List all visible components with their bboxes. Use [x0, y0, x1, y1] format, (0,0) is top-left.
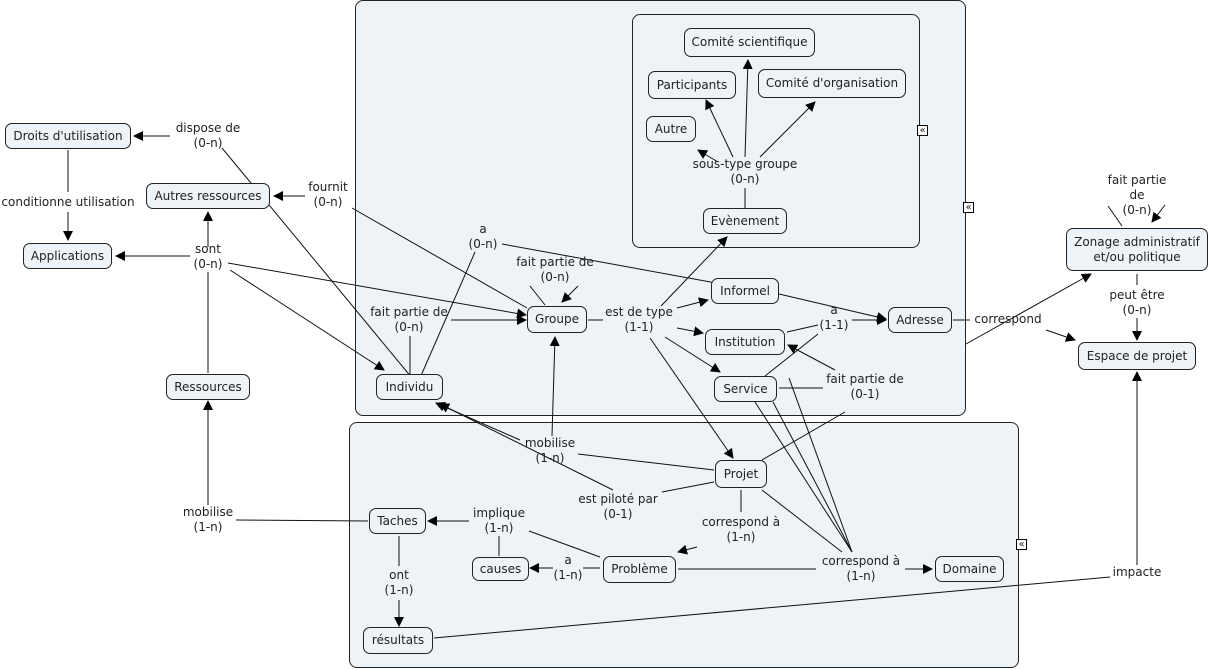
link-label-a-adresse[interactable]: a (1-1) — [819, 303, 849, 332]
link-label-fait-partie-service[interactable]: fait partie de (0-1) — [826, 372, 904, 401]
link-label-fournit[interactable]: fournit (0-n) — [308, 180, 348, 209]
link-label-fait-partie-zonage[interactable]: fait partie de (0-n) — [1107, 173, 1167, 217]
link-label-conditionne[interactable]: conditionne utilisation — [1, 195, 135, 209]
link-label-a-causes[interactable]: a (1-n) — [553, 553, 583, 582]
node-evenement[interactable]: Evènement — [703, 208, 787, 234]
node-individu[interactable]: Individu — [376, 374, 443, 400]
node-causes[interactable]: causes — [472, 557, 529, 581]
double-chevron-left-icon[interactable]: « — [1016, 539, 1027, 550]
link-label-correspond[interactable]: correspond — [974, 312, 1042, 326]
node-institution[interactable]: Institution — [705, 329, 785, 355]
node-informel[interactable]: Informel — [711, 278, 779, 304]
link-label-fait-partie-groupe[interactable]: fait partie de (0-n) — [516, 255, 594, 284]
node-droits-utilisation[interactable]: Droits d'utilisation — [5, 123, 131, 149]
double-chevron-left-icon[interactable]: « — [963, 202, 974, 213]
link-label-a-individu[interactable]: a (0-n) — [468, 222, 498, 251]
link-label-peut-etre[interactable]: peut être (0-n) — [1109, 288, 1165, 317]
node-zonage[interactable]: Zonage administratif et/ou politique — [1066, 228, 1208, 271]
link-label-fait-partie-individu[interactable]: fait partie de (0-n) — [370, 305, 448, 334]
node-applications[interactable]: Applications — [23, 243, 112, 269]
link-label-implique[interactable]: implique (1-n) — [473, 506, 525, 535]
node-participants[interactable]: Participants — [648, 71, 736, 99]
link-label-correspond-a-projet[interactable]: correspond à (1-n) — [701, 515, 781, 544]
link-label-dispose-de[interactable]: dispose de (0-n) — [175, 121, 241, 150]
node-autres-ressources[interactable]: Autres ressources — [146, 183, 270, 209]
node-domaine[interactable]: Domaine — [935, 556, 1004, 582]
link-label-correspond-a-domaine[interactable]: correspond à (1-n) — [821, 554, 901, 583]
link-label-est-pilote-par[interactable]: est piloté par (0-1) — [578, 492, 658, 521]
link-label-mobilise-taches[interactable]: mobilise (1-n) — [182, 505, 234, 534]
node-ressources[interactable]: Ressources — [166, 374, 250, 400]
node-comite-organisation[interactable]: Comité d'organisation — [758, 69, 906, 98]
node-espace-projet[interactable]: Espace de projet — [1078, 342, 1196, 370]
link-label-impacte[interactable]: impacte — [1112, 565, 1162, 579]
node-adresse[interactable]: Adresse — [888, 307, 952, 333]
node-autre[interactable]: Autre — [646, 116, 696, 142]
double-chevron-left-icon[interactable]: « — [917, 125, 928, 136]
node-resultats[interactable]: résultats — [363, 627, 433, 654]
node-comite-scientifique[interactable]: Comité scientifique — [684, 28, 815, 57]
node-groupe[interactable]: Groupe — [527, 306, 587, 333]
link-label-sous-type-groupe[interactable]: sous-type groupe (0-n) — [692, 157, 798, 186]
node-projet[interactable]: Projet — [715, 460, 767, 488]
link-label-mobilise-projet[interactable]: mobilise (1-n) — [524, 436, 576, 465]
node-probleme[interactable]: Problème — [603, 556, 676, 583]
link-label-est-de-type[interactable]: est de type (1-1) — [605, 305, 673, 334]
node-service[interactable]: Service — [714, 376, 777, 402]
link-label-sont[interactable]: sont (0-n) — [193, 242, 223, 271]
link-label-ont[interactable]: ont (1-n) — [384, 568, 414, 597]
node-taches[interactable]: Taches — [369, 508, 426, 534]
